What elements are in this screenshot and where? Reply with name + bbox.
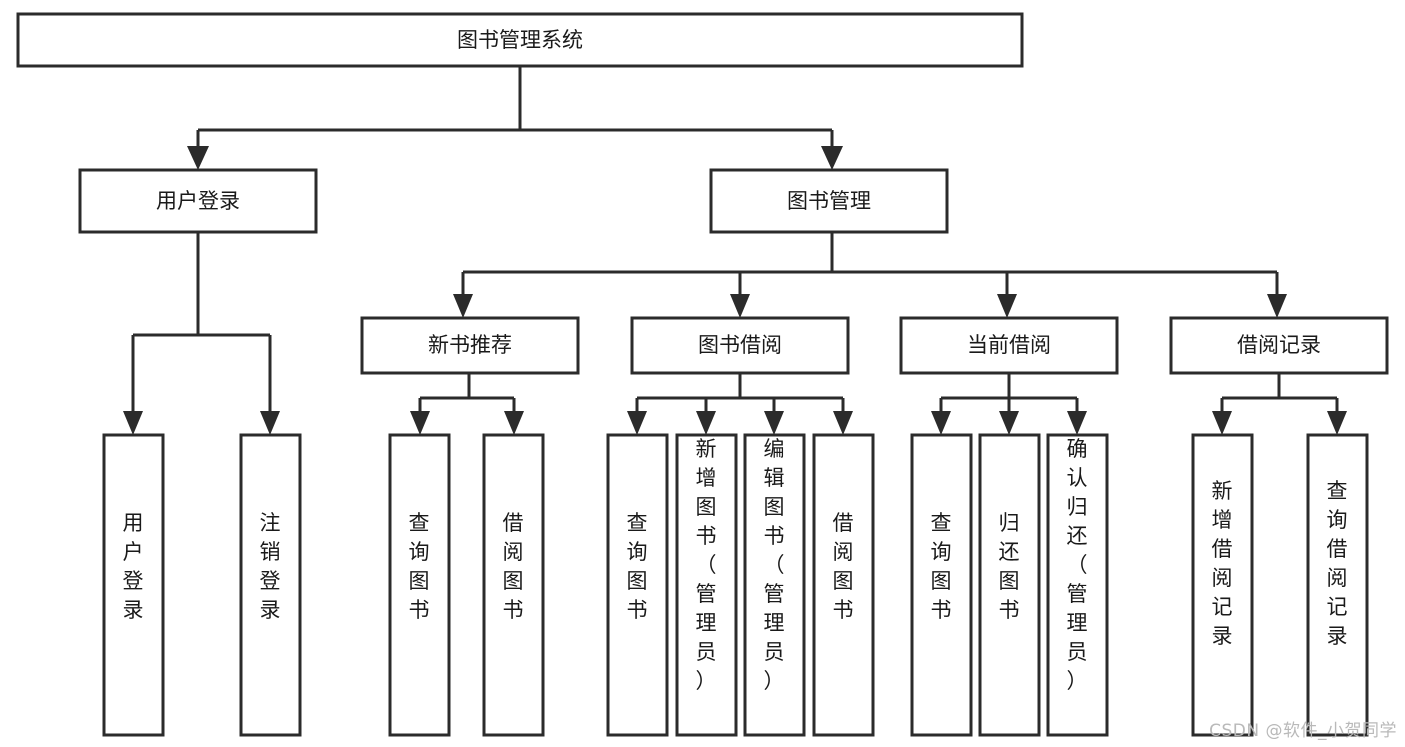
- node-root[interactable]: 图书管理系统: [16, 12, 1024, 68]
- node-leaf-query-book-3-box[interactable]: [910, 433, 973, 737]
- connectors-user-login-to-leaves: [123, 232, 280, 435]
- connectors-current-borrow-to-leaves: [931, 373, 1087, 435]
- node-leaf-user-login-box[interactable]: [102, 433, 165, 737]
- arrow-head-book-manage: [821, 146, 843, 170]
- node-leaf-query-record-box[interactable]: [1306, 433, 1369, 737]
- arrow-head-current-borrow: [997, 294, 1017, 318]
- node-leaf-query-book-3[interactable]: 查询图书: [910, 433, 973, 737]
- connectors-book-manage-to-level3: [453, 232, 1287, 318]
- node-leaf-user-logout-label: 注销登录: [260, 511, 281, 622]
- node-user-login[interactable]: 用户登录: [78, 168, 318, 234]
- arrow-head-book-borrow: [730, 294, 750, 318]
- connectors-new-book-to-leaves: [410, 373, 524, 435]
- node-leaf-query-book-1-label: 查询图书: [409, 511, 430, 622]
- node-leaf-edit-book-box[interactable]: [743, 433, 806, 737]
- node-book-borrow-box[interactable]: [630, 316, 850, 375]
- arrow-head-new-book-recommend: [453, 294, 473, 318]
- node-leaf-return-book-label: 归还图书: [999, 511, 1020, 622]
- node-leaf-confirm-return[interactable]: 确认归还（管理员）: [1046, 433, 1109, 737]
- node-leaf-borrow-book-2[interactable]: 借阅图书: [812, 433, 875, 737]
- node-current-borrow[interactable]: 当前借阅: [899, 316, 1119, 375]
- node-root-box[interactable]: [16, 12, 1024, 68]
- node-new-book-recommend-label: 新书推荐: [428, 333, 512, 357]
- arrow-head-leaf-borrow-book-1: [504, 411, 524, 435]
- node-leaf-query-book-3-label: 查询图书: [931, 511, 952, 622]
- node-leaf-add-record[interactable]: 新增借阅记录: [1191, 433, 1254, 737]
- node-new-book-recommend-box[interactable]: [360, 316, 580, 375]
- node-leaf-user-login[interactable]: 用户登录: [102, 433, 165, 737]
- node-borrow-record-box[interactable]: [1169, 316, 1389, 375]
- arrow-head-leaf-add-record: [1212, 411, 1232, 435]
- arrow-head-leaf-confirm-return: [1067, 411, 1087, 435]
- node-root-label: 图书管理系统: [457, 28, 583, 52]
- arrow-head-leaf-query-book-2: [627, 411, 647, 435]
- arrow-head-leaf-query-book-3: [931, 411, 951, 435]
- node-leaf-return-book[interactable]: 归还图书: [978, 433, 1041, 737]
- node-leaf-edit-book-label: 编辑图书（管理员）: [764, 437, 785, 693]
- node-leaf-user-logout-box[interactable]: [239, 433, 302, 737]
- node-leaf-query-book-1-box[interactable]: [388, 433, 451, 737]
- arrow-head-leaf-user-logout: [260, 411, 280, 435]
- arrow-head-borrow-record: [1267, 294, 1287, 318]
- node-book-borrow[interactable]: 图书借阅: [630, 316, 850, 375]
- arrow-head-leaf-borrow-book-2: [833, 411, 853, 435]
- node-leaf-borrow-book-2-box[interactable]: [812, 433, 875, 737]
- node-book-manage[interactable]: 图书管理: [709, 168, 949, 234]
- node-leaf-add-book[interactable]: 新增图书（管理员）: [675, 433, 738, 737]
- node-book-manage-box[interactable]: [709, 168, 949, 234]
- arrow-head-user-login: [187, 146, 209, 170]
- node-leaf-query-book-1[interactable]: 查询图书: [388, 433, 451, 737]
- node-user-login-box[interactable]: [78, 168, 318, 234]
- connectors-book-borrow-to-leaves: [627, 373, 853, 435]
- csdn-watermark: CSDN @软件_小贺同学: [1209, 721, 1397, 741]
- node-borrow-record-label: 借阅记录: [1237, 333, 1321, 357]
- node-user-login-label: 用户登录: [156, 189, 240, 213]
- node-book-borrow-label: 图书借阅: [698, 333, 782, 357]
- node-leaf-edit-book[interactable]: 编辑图书（管理员）: [743, 433, 806, 737]
- node-current-borrow-box[interactable]: [899, 316, 1119, 375]
- arrow-head-leaf-add-book: [696, 411, 716, 435]
- node-book-manage-label: 图书管理: [787, 189, 871, 213]
- connectors-borrow-record-to-leaves: [1212, 373, 1347, 435]
- node-leaf-query-record[interactable]: 查询借阅记录: [1306, 433, 1369, 737]
- node-leaf-query-book-2[interactable]: 查询图书: [606, 433, 669, 737]
- node-leaf-user-logout[interactable]: 注销登录: [239, 433, 302, 737]
- arrow-head-leaf-return-book: [999, 411, 1019, 435]
- node-leaf-query-book-2-label: 查询图书: [627, 511, 648, 622]
- arrow-head-leaf-query-record: [1327, 411, 1347, 435]
- arrow-head-leaf-query-book-1: [410, 411, 430, 435]
- node-leaf-confirm-return-box[interactable]: [1046, 433, 1109, 737]
- node-leaf-add-record-label: 新增借阅记录: [1212, 479, 1233, 648]
- node-leaf-add-record-box[interactable]: [1191, 433, 1254, 737]
- arrow-head-leaf-user-login: [123, 411, 143, 435]
- node-leaf-user-login-label: 用户登录: [123, 511, 144, 622]
- node-new-book-recommend[interactable]: 新书推荐: [360, 316, 580, 375]
- connectors-root-to-level2: [187, 66, 843, 170]
- node-leaf-query-book-2-box[interactable]: [606, 433, 669, 737]
- node-leaf-confirm-return-label: 确认归还（管理员）: [1067, 437, 1088, 693]
- arrow-head-leaf-edit-book: [764, 411, 784, 435]
- node-leaf-add-book-label: 新增图书（管理员）: [696, 437, 717, 693]
- node-leaf-query-record-label: 查询借阅记录: [1327, 479, 1348, 648]
- node-current-borrow-label: 当前借阅: [967, 333, 1051, 357]
- node-leaf-borrow-book-2-label: 借阅图书: [833, 511, 854, 622]
- node-leaf-return-book-box[interactable]: [978, 433, 1041, 737]
- node-leaf-add-book-box[interactable]: [675, 433, 738, 737]
- node-leaf-borrow-book-1-box[interactable]: [482, 433, 545, 737]
- node-borrow-record[interactable]: 借阅记录: [1169, 316, 1389, 375]
- node-leaf-borrow-book-1-label: 借阅图书: [503, 511, 524, 622]
- node-leaf-borrow-book-1[interactable]: 借阅图书: [482, 433, 545, 737]
